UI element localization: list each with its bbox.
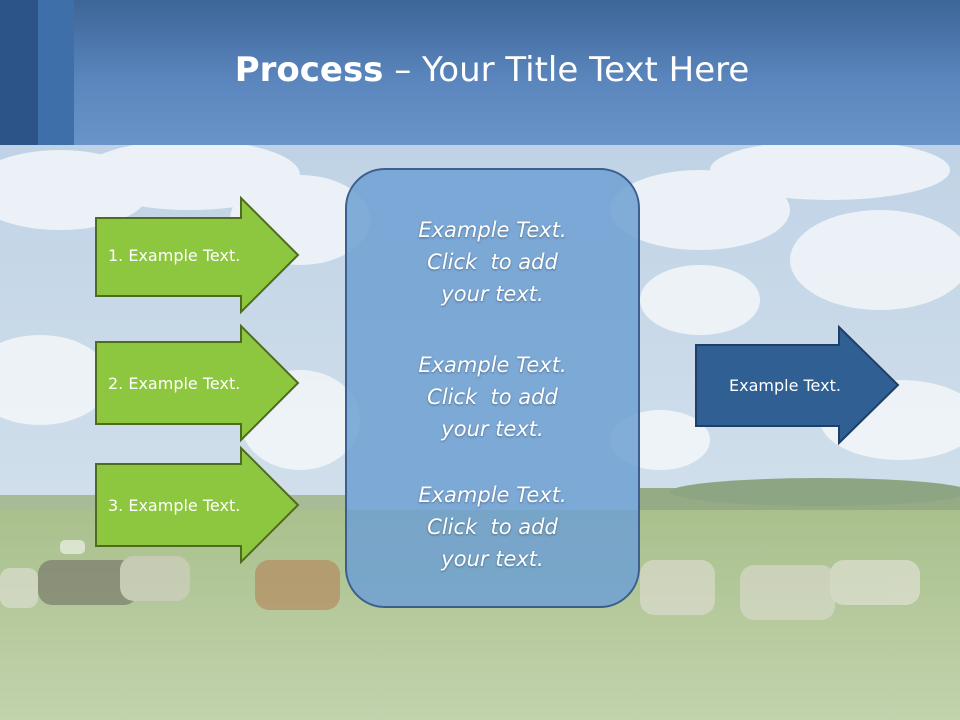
output-arrow-label: Example Text. bbox=[729, 375, 841, 395]
center-paragraph-1: Example Text. Click to add your text. bbox=[347, 214, 638, 310]
arrow-shape bbox=[695, 324, 900, 446]
center-line: Click to add bbox=[427, 385, 558, 409]
center-line: Example Text. bbox=[418, 483, 567, 507]
center-line: Click to add bbox=[427, 250, 558, 274]
arrow-shape bbox=[95, 323, 300, 443]
center-line: Click to add bbox=[427, 515, 558, 539]
arrow-shape bbox=[95, 195, 300, 315]
slide-title-rest: – Your Title Text Here bbox=[383, 50, 750, 90]
process-step-arrow-3[interactable]: 3. Example Text. bbox=[95, 445, 300, 565]
process-step-arrow-1[interactable]: 1. Example Text. bbox=[95, 195, 300, 315]
slide-title[interactable]: Process – Your Title Text Here bbox=[0, 50, 960, 90]
center-text-box[interactable]: Example Text. Click to add your text. Ex… bbox=[345, 168, 640, 608]
process-step-label: 2. Example Text. bbox=[108, 373, 241, 393]
center-line: Example Text. bbox=[418, 353, 567, 377]
arrow-shape bbox=[95, 445, 300, 565]
process-step-label: 3. Example Text. bbox=[108, 495, 241, 515]
center-line: your text. bbox=[441, 282, 544, 306]
slide-title-bold: Process bbox=[234, 50, 384, 90]
center-line: your text. bbox=[441, 547, 544, 571]
output-arrow[interactable]: Example Text. bbox=[695, 324, 900, 446]
title-band-accent-strip bbox=[38, 0, 74, 145]
process-step-label: 1. Example Text. bbox=[108, 245, 241, 265]
process-step-arrow-2[interactable]: 2. Example Text. bbox=[95, 323, 300, 443]
center-line: Example Text. bbox=[418, 218, 567, 242]
title-band-accent-strip bbox=[0, 0, 38, 145]
center-paragraph-2: Example Text. Click to add your text. bbox=[347, 349, 638, 445]
center-paragraph-3: Example Text. Click to add your text. bbox=[347, 479, 638, 575]
center-line: your text. bbox=[441, 417, 544, 441]
title-band: Process – Your Title Text Here bbox=[0, 0, 960, 145]
